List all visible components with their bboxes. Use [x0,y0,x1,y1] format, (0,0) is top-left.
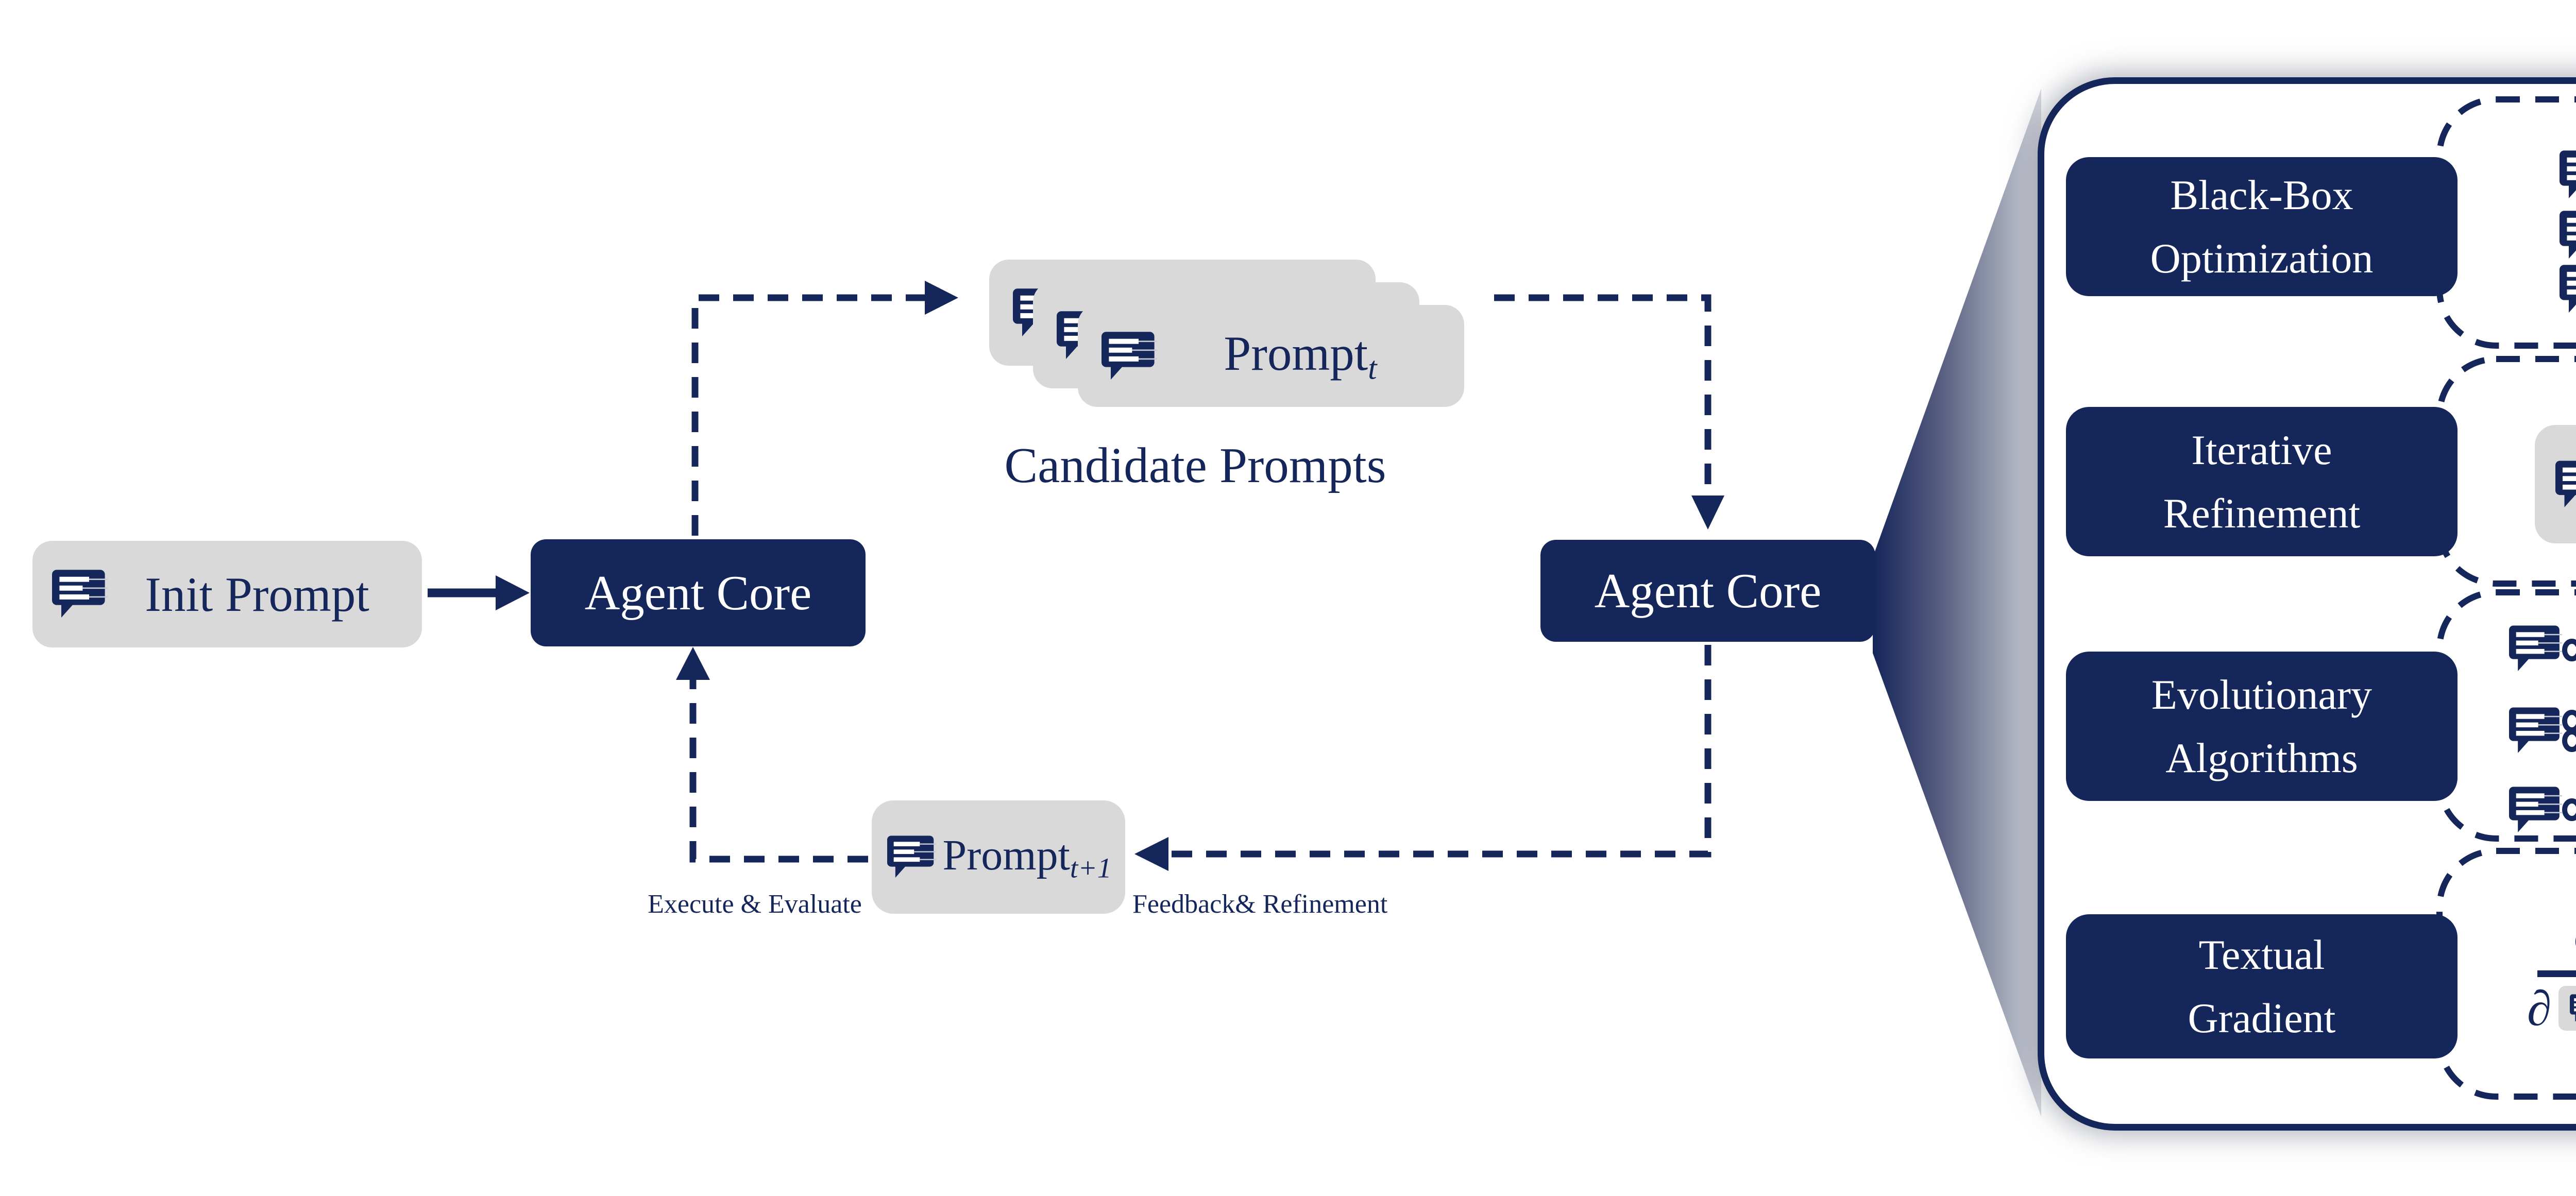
prompt-chip: prompt [2535,425,2576,543]
dashed-path-agent-to-candidates [691,294,925,536]
chat-bubble-icon [2560,211,2576,260]
prompt-next-label: Promptt+1 [942,831,1112,884]
prompt-next-card: Promptt+1 [872,800,1125,914]
init-prompt-label: Init Prompt [145,567,369,622]
prompt-t-subscript: t [1368,350,1377,386]
partial-symbol: ∂ [2527,981,2552,1036]
chat-bubble-icon [2509,707,2562,754]
arrowhead-left-icon [1134,837,1168,871]
section-title-textual: Textual Gradient [2066,914,2458,1058]
feedback-refinement-label: Feedback& Refinement [1132,890,1388,919]
arrowhead-solid-right-icon [496,575,530,610]
execute-evaluate-label: Execute & Evaluate [648,890,862,919]
agent-core-left-box: Agent Core [531,539,866,646]
prompt-minibox: Prompt [2558,986,2576,1031]
section-title-evolutionary: Evolutionary Algorithms [2066,652,2458,801]
chat-bubble-icon [2560,150,2576,199]
candidate-prompts-caption: Candidate Prompts [1004,438,1386,493]
chat-bubble-icon [2560,265,2576,314]
agent-core-right-box: Agent Core [1540,540,1875,642]
candidate-card-front: Promptt [1078,305,1464,407]
arrowhead-up-icon [676,647,710,680]
chat-bubble-icon [52,570,108,619]
chat-bubble-icon [2509,625,2562,672]
chat-bubble-icon [887,835,936,879]
chat-bubble-icon [2570,994,2576,1022]
dashed-path-candidates-to-agent [1494,294,1711,492]
init-prompt-card: Init Prompt [32,541,422,647]
arrowhead-right-icon [925,281,958,315]
dashed-path-agent-to-promptnext [1168,645,1711,858]
fraction-denominator: ∂ Prompt [2527,981,2576,1036]
arrowhead-down-icon [1691,496,1724,529]
agent-core-right-label: Agent Core [1594,563,1822,618]
chat-bubble-icon [2555,460,2576,508]
prompt-next-subscript: t+1 [1070,852,1112,884]
chat-bubble-icon [1101,332,1157,381]
prompt-t-label: Promptt [1224,326,1377,386]
dashed-path-promptnext-to-agent [689,680,868,863]
section-title-iterative: Iterative Refinement [2066,407,2458,556]
chat-bubble-icon [2509,787,2562,833]
section-title-blackbox: Black-Box Optimization [2066,157,2458,296]
fraction-numerator: ∂Loss [2537,904,2576,961]
agent-core-left-label: Agent Core [584,566,812,620]
